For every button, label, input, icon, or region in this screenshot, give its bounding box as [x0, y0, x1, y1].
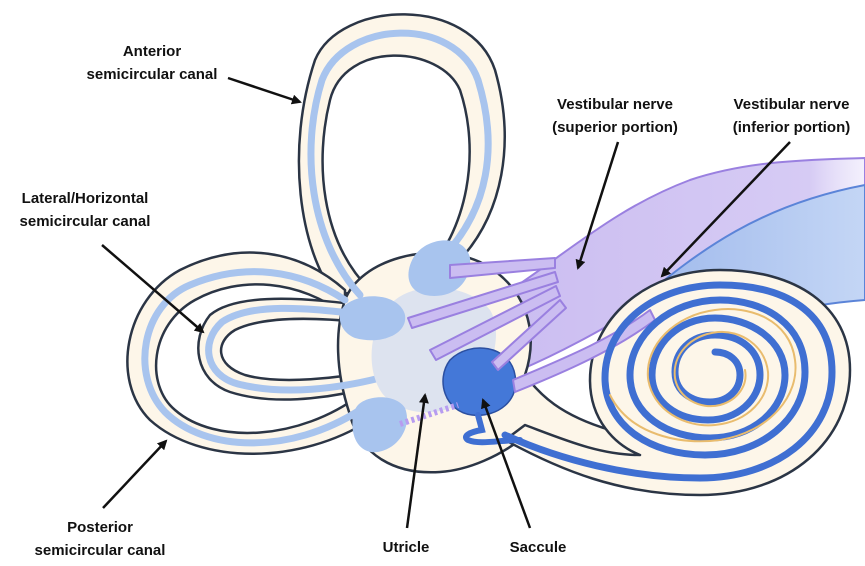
- label-anterior-canal: Anterior semicircular canal: [62, 40, 242, 86]
- arrow-posterior: [103, 441, 166, 508]
- label-lateral-canal: Lateral/Horizontal semicircular canal: [0, 187, 170, 233]
- label-utricle: Utricle: [366, 536, 446, 559]
- label-saccule: Saccule: [498, 536, 578, 559]
- label-vestibular-nerve-superior: Vestibular nerve (superior portion): [540, 93, 690, 139]
- label-posterior-canal: Posterior semicircular canal: [10, 516, 190, 562]
- label-vestibular-nerve-inferior: Vestibular nerve (inferior portion): [718, 93, 865, 139]
